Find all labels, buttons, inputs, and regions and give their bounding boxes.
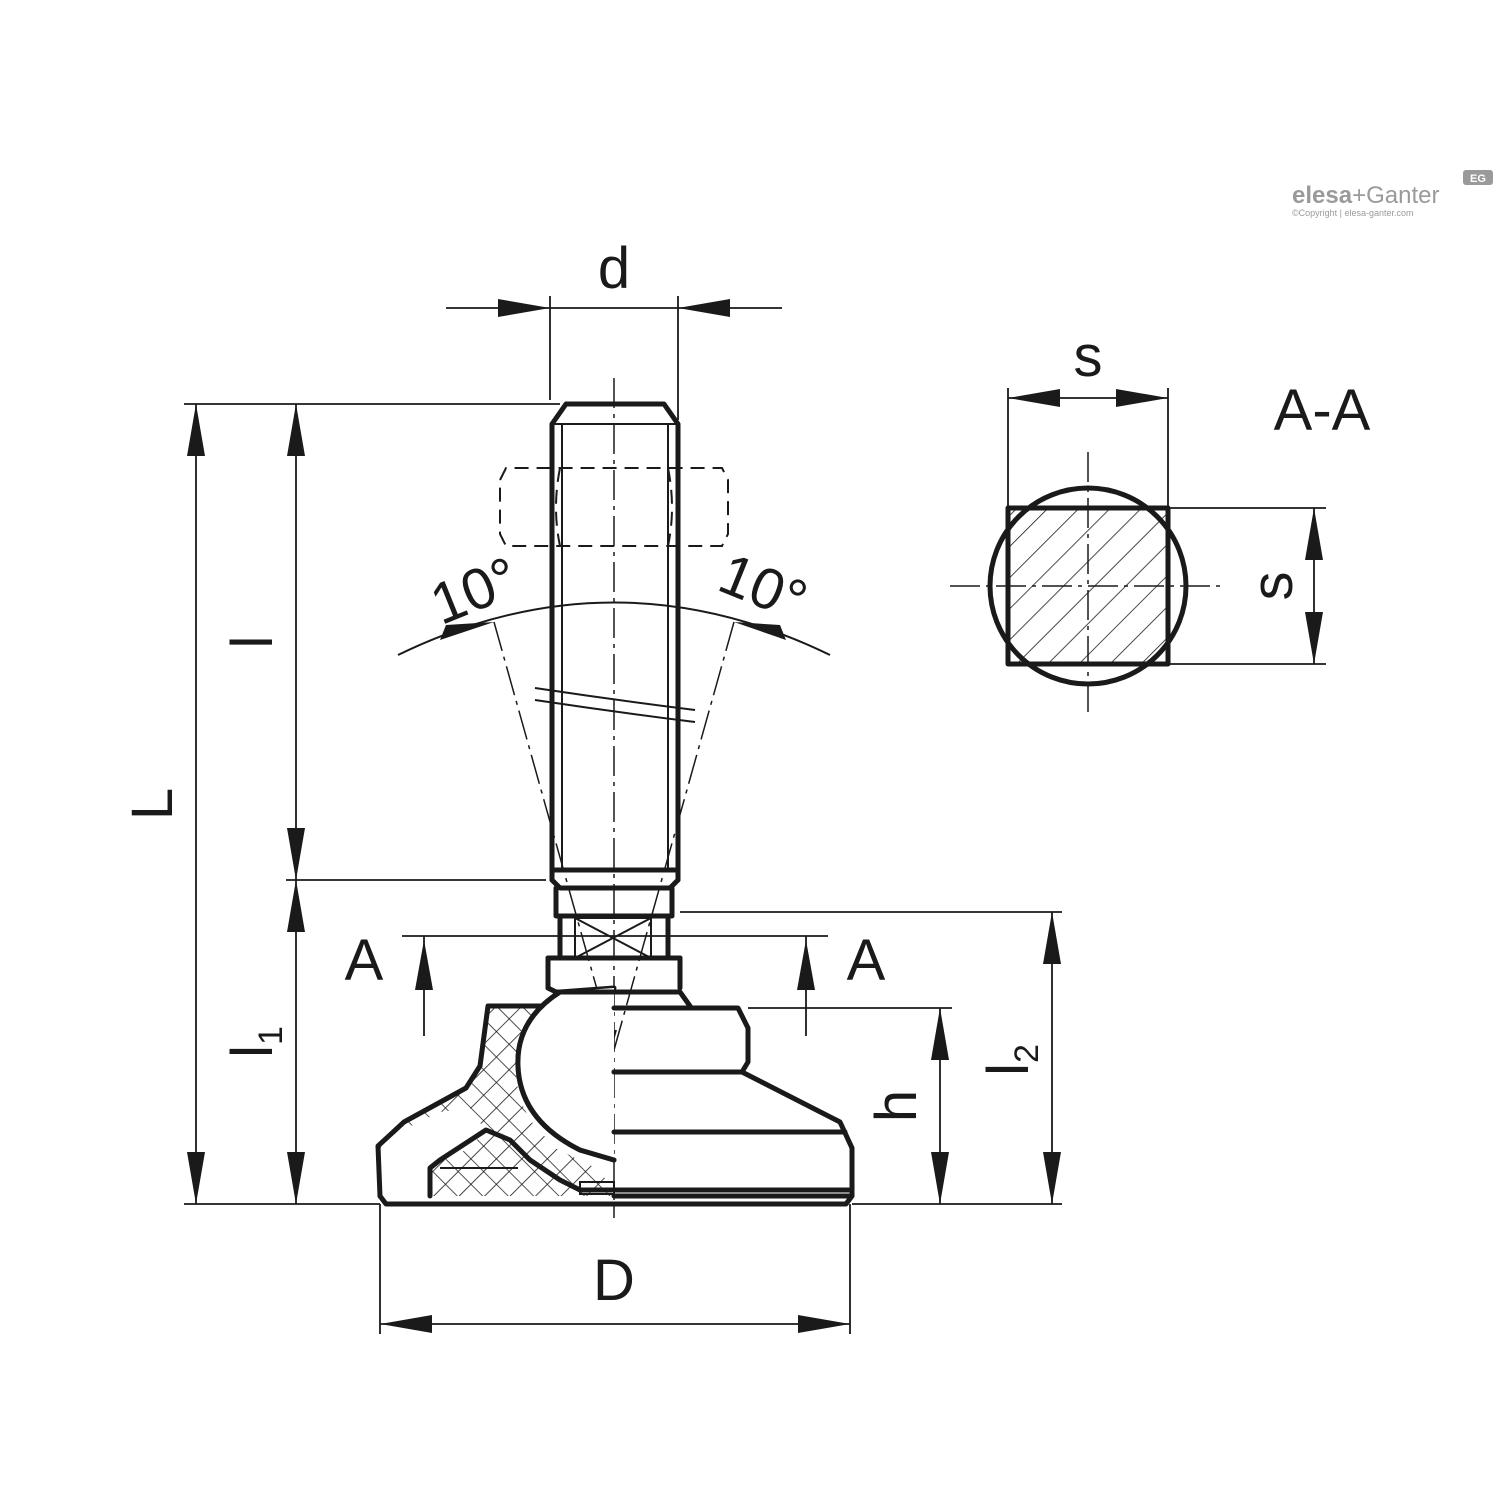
dim-d-label: d [598,236,630,301]
dim-s-side-label: s [1240,572,1305,601]
svg-text:elesa+Ganter: elesa+Ganter [1292,182,1439,209]
stud-neck [553,885,675,919]
base-left-outline [375,1003,551,1199]
logo-copyright: ©Copyright | elesa-ganter.com [1292,208,1414,218]
base-right-outline [611,1069,855,1199]
dim-l1-label: l [220,1045,285,1058]
svg-text:l1: l1 [220,1026,290,1058]
dim-s-top-label: s [1074,324,1103,389]
dim-h: h [748,1007,1062,1205]
cut-right-label: A [847,928,886,993]
dim-L-label: L [120,788,185,820]
angle-left-label: 10° [422,544,528,637]
dim-l2-subscript: 2 [1008,1044,1046,1063]
angle-right-label: 10° [710,541,816,634]
cut-left-label: A [345,928,384,993]
nut-hidden-outline [499,467,729,547]
elesa-ganter-logo: elesa+Ganter EG ©Copyright | elesa-gante… [1292,170,1493,218]
base-hub [611,1005,751,1075]
dim-L: L [120,403,560,1205]
dim-D: D [379,1204,851,1334]
dim-l-label: l [220,636,285,649]
logo-badge-text: EG [1470,173,1486,185]
dim-l1-subscript: 1 [252,1026,290,1045]
base-section-hatch [378,1006,612,1196]
dim-l2: l2 [680,911,1062,1204]
base-pad [377,1193,855,1207]
logo-brand-ganter: +Ganter [1352,182,1439,209]
dim-D-label: D [593,1248,635,1313]
logo-brand-elesa: elesa [1292,182,1353,209]
section-title: A-A [1274,378,1371,443]
dim-l: l [220,404,546,881]
dim-d: d [446,236,782,420]
dim-l2-label: l [976,1063,1041,1076]
section-cut-a: A A [345,928,886,1036]
logo-badge-icon [1463,170,1493,185]
section-view-a-a: s s A-A [950,324,1371,716]
base-assembly [375,985,855,1207]
dim-l1: l1 [220,880,305,1204]
stud-outline [549,401,681,883]
threaded-stud [499,378,729,1218]
svg-text:l2: l2 [976,1044,1046,1076]
dim-h-label: h [864,1090,929,1122]
